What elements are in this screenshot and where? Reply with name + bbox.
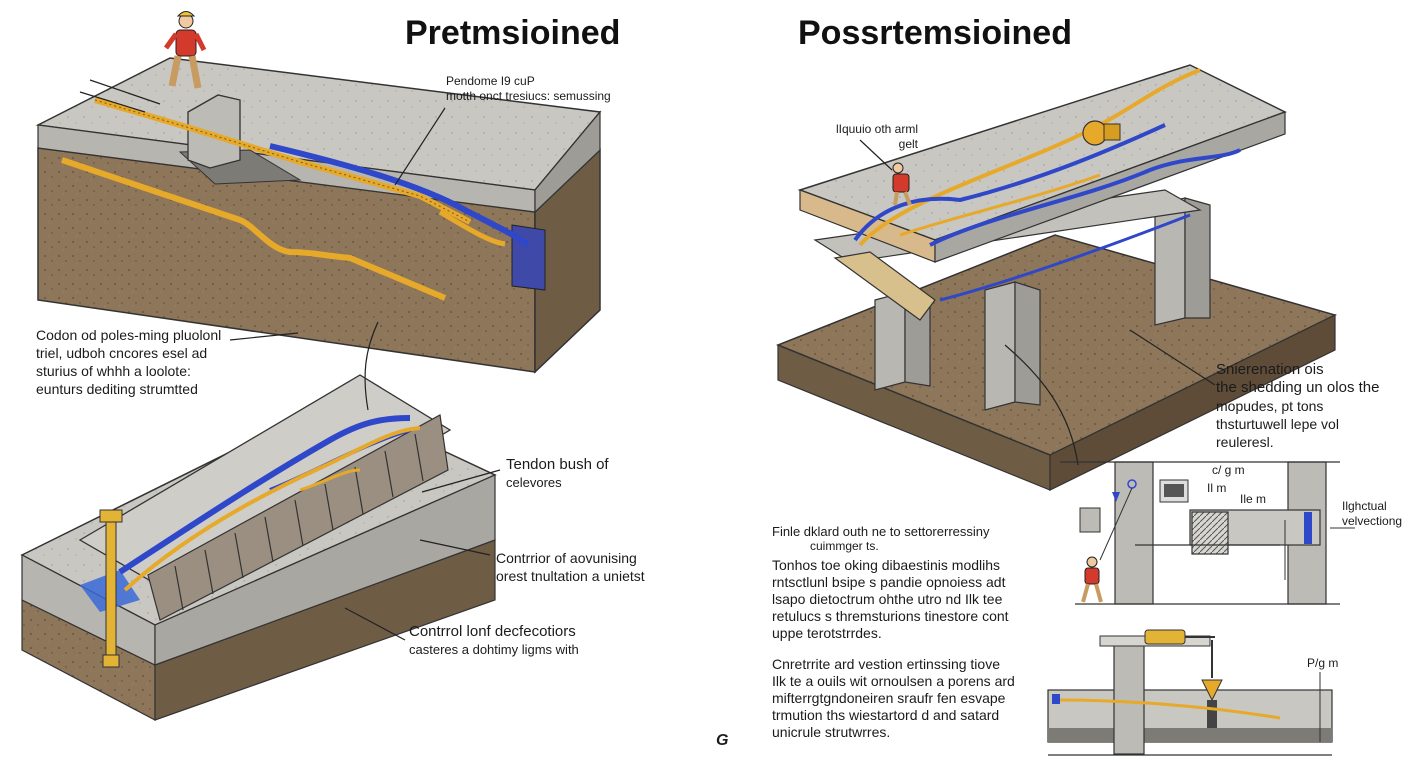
section-diagram xyxy=(1060,461,1355,605)
tendon-blue-top xyxy=(269,143,530,248)
title-posttensioned: Possrtemsioined xyxy=(798,14,1072,52)
tendon-blue-beam xyxy=(118,415,411,575)
pretension-beam xyxy=(20,321,501,721)
strand-yellow-lower xyxy=(61,157,447,301)
label-il-m: Il m xyxy=(1207,481,1227,495)
label-control-2: Contrrol lonf decfecotiors casteres a do… xyxy=(409,623,579,657)
worker-right-mid xyxy=(1081,556,1103,603)
worker-left xyxy=(163,11,207,89)
jack-post xyxy=(99,509,123,668)
label-para-2: Tonhos toe oking dibaestinis modlihs rnt… xyxy=(772,557,1009,641)
label-lightctual: Ilghctual velvectiong xyxy=(1342,499,1403,528)
label-mid-left: Codon od poles-ming pluolonl triel, udbo… xyxy=(36,327,222,397)
label-para-1: Finle dklard outh ne to settorerressiny … xyxy=(772,524,990,553)
worker-right-top xyxy=(892,162,912,206)
pretension-bed xyxy=(35,11,602,374)
label-g-mark: G xyxy=(716,732,729,749)
bed-concrete-edge-side xyxy=(534,110,601,214)
label-c-m: c/ g m xyxy=(1212,463,1245,477)
label-worker-callout: lIquuio oth arml gelt xyxy=(835,122,918,151)
label-control-1: Contrrior of aovunising orest tnultation… xyxy=(496,550,645,584)
label-pi-m: P/g m xyxy=(1307,656,1339,670)
tendon-yellow-beam xyxy=(123,426,421,592)
label-para-3: Cnretrrite ard vestion ertinssing tiove … xyxy=(772,656,1015,740)
posttension-bridge xyxy=(775,64,1338,491)
label-tendon: Tendon bush of celevores xyxy=(506,456,609,490)
label-top-callout: Pendome I9 cuP motth onct tresiucs: semu… xyxy=(446,74,611,103)
label-le-m: Ile m xyxy=(1240,492,1267,506)
title-pretensioned: Pretmsioined xyxy=(405,14,621,52)
section-diagram-2 xyxy=(1047,629,1333,756)
truss-web xyxy=(174,433,424,611)
abutment-block xyxy=(187,94,241,169)
tendon-blue-bridge xyxy=(853,123,1166,242)
label-side-callout: Snierenation ois the shedding un olos th… xyxy=(1216,361,1380,450)
tendon-yellow-bridge xyxy=(858,68,1201,247)
jack-device xyxy=(1082,120,1121,146)
